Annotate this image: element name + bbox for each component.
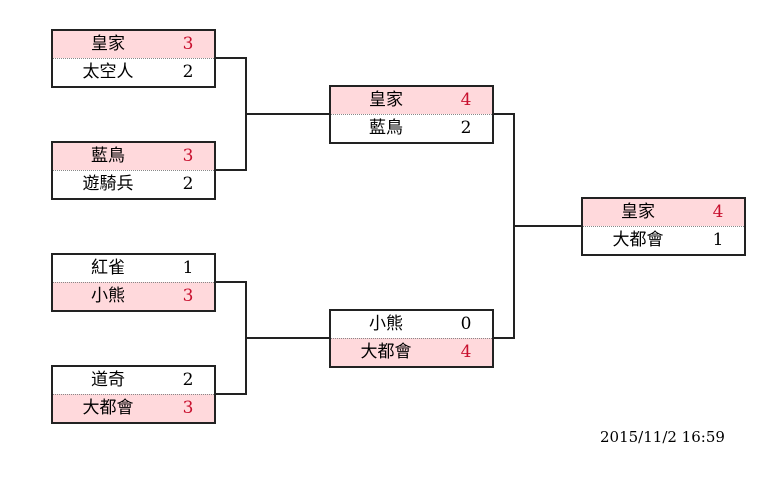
team-score: 2 (460, 118, 472, 138)
connector-r1-m1 (214, 57, 247, 171)
team-score: 4 (460, 90, 472, 110)
team-name: 皇家 (91, 34, 125, 54)
match-r1-1: 皇家 3 太空人 2 (51, 29, 216, 88)
team-row-winner: 皇家 4 (331, 87, 492, 114)
team-row: 小熊 0 (331, 311, 492, 338)
team-score: 2 (182, 62, 194, 82)
team-score: 2 (182, 370, 194, 390)
team-row-winner: 皇家 3 (53, 31, 214, 58)
match-final: 皇家 4 大都會 1 (581, 197, 746, 256)
team-score: 1 (712, 230, 724, 250)
team-row: 藍鳥 2 (331, 114, 492, 142)
match-r1-4: 道奇 2 大都會 3 (51, 365, 216, 424)
team-score: 4 (712, 202, 724, 222)
match-r2-1: 皇家 4 藍鳥 2 (329, 85, 494, 144)
team-name: 小熊 (369, 314, 403, 334)
team-name: 大都會 (360, 342, 412, 362)
team-name: 皇家 (621, 202, 655, 222)
team-row: 太空人 2 (53, 58, 214, 86)
team-name: 皇家 (369, 90, 403, 110)
team-name: 大都會 (82, 398, 134, 418)
team-row: 紅雀 1 (53, 255, 214, 282)
team-row: 道奇 2 (53, 367, 214, 394)
connector-r2 (470, 113, 515, 339)
team-name: 藍鳥 (369, 118, 403, 138)
timestamp: 2015/11/2 16:59 (600, 428, 725, 446)
team-row: 遊騎兵 2 (53, 170, 214, 198)
team-row-winner: 皇家 4 (583, 199, 744, 226)
team-score: 3 (182, 286, 194, 306)
connector-r1-m2 (214, 281, 247, 395)
team-score: 1 (182, 258, 194, 278)
match-r2-2: 小熊 0 大都會 4 (329, 309, 494, 368)
team-row: 大都會 1 (583, 226, 744, 254)
match-r1-2: 藍鳥 3 遊騎兵 2 (51, 141, 216, 200)
team-row-winner: 大都會 3 (53, 394, 214, 422)
team-score: 3 (182, 146, 194, 166)
team-name: 遊騎兵 (82, 174, 134, 194)
team-row-winner: 藍鳥 3 (53, 143, 214, 170)
team-name: 紅雀 (91, 258, 125, 278)
match-r1-3: 紅雀 1 小熊 3 (51, 253, 216, 312)
team-score: 0 (460, 314, 472, 334)
team-name: 大都會 (612, 230, 664, 250)
team-score: 2 (182, 174, 194, 194)
team-row-winner: 大都會 4 (331, 338, 492, 366)
team-name: 太空人 (82, 62, 134, 82)
team-score: 3 (182, 34, 194, 54)
team-name: 小熊 (91, 286, 125, 306)
team-name: 道奇 (91, 370, 125, 390)
team-row-winner: 小熊 3 (53, 282, 214, 310)
team-score: 3 (182, 398, 194, 418)
team-score: 4 (460, 342, 472, 362)
team-name: 藍鳥 (91, 146, 125, 166)
